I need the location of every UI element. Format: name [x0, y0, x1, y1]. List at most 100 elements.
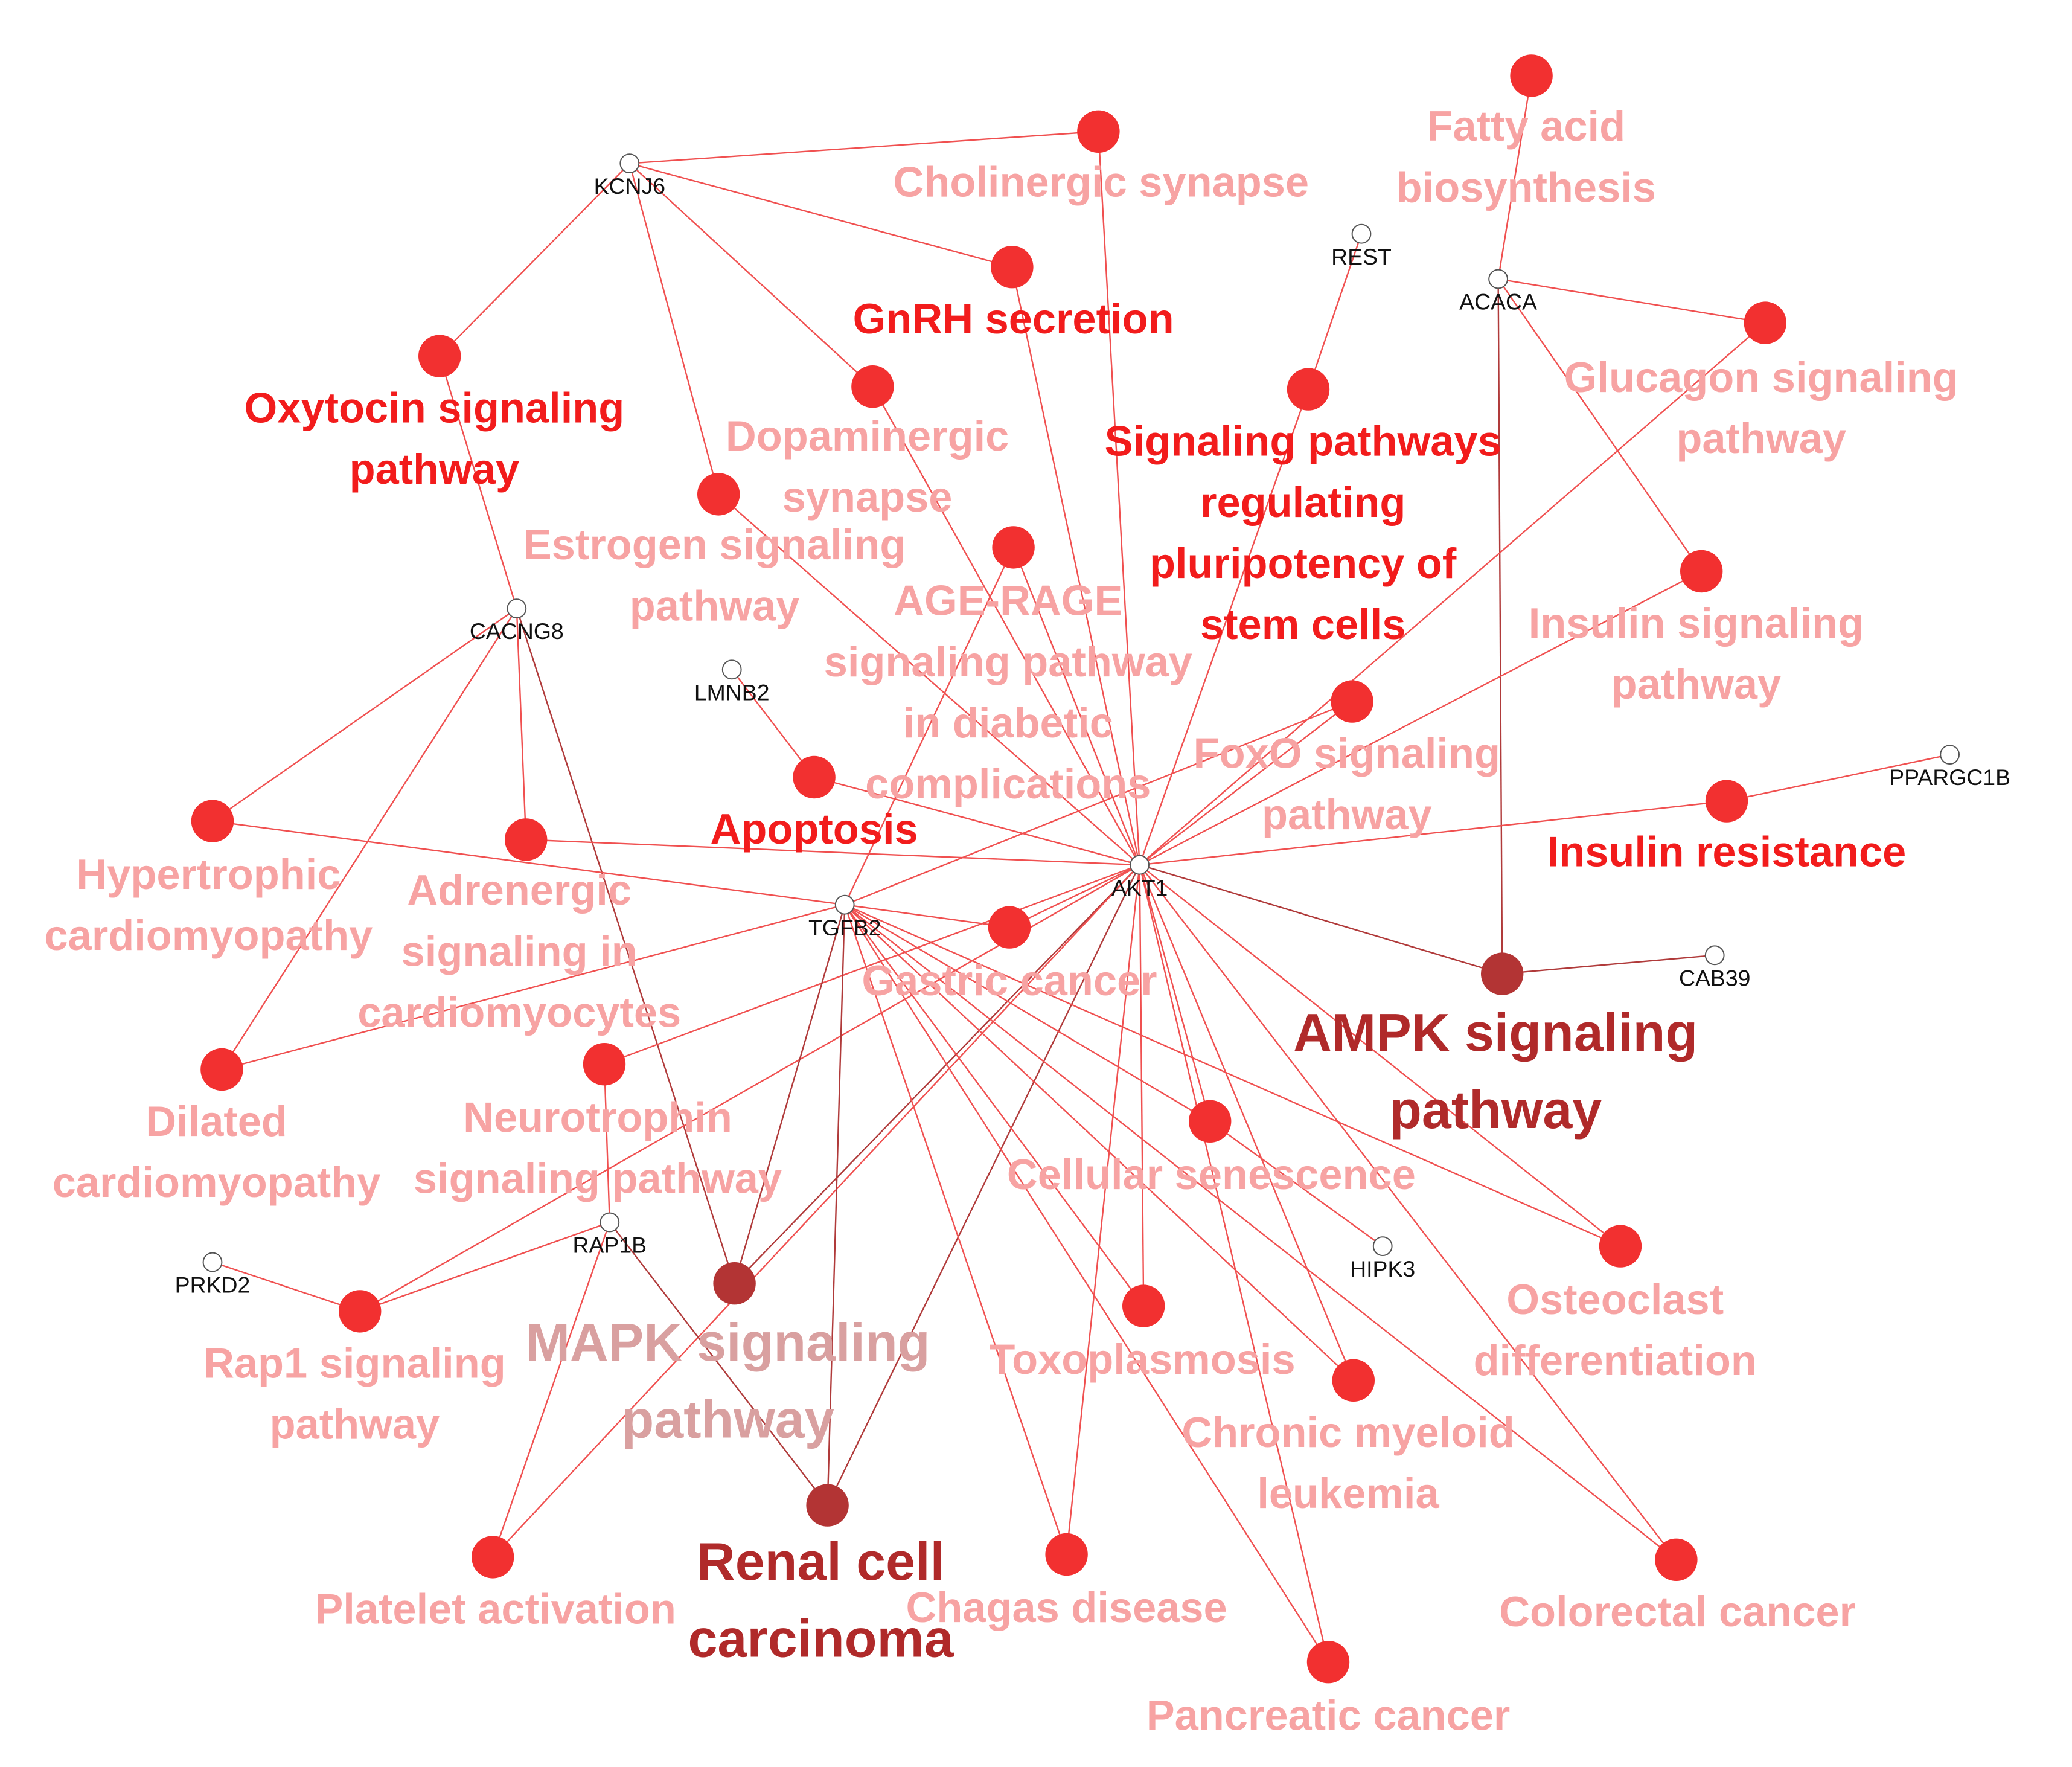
edge-kcnj6-oxytocin	[439, 162, 630, 357]
gene-node-rest[interactable]	[1351, 223, 1372, 244]
term-node-toxo[interactable]	[1122, 1284, 1165, 1327]
edge-akt1-gnrh	[1011, 266, 1140, 865]
term-node-foxo[interactable]	[1331, 680, 1373, 723]
edge-akt1-ampk	[1139, 864, 1503, 975]
term-label-line: FoxO signaling	[1194, 730, 1500, 777]
term-node-cml[interactable]	[1332, 1359, 1375, 1402]
term-label-line: in diabetic	[903, 699, 1113, 746]
gene-node-kcnj6[interactable]	[619, 153, 640, 174]
term-node-apoptosis[interactable]	[793, 755, 836, 799]
term-node-colorectal[interactable]	[1655, 1538, 1698, 1581]
term-label-dopaminergic: Dopaminergic synapse	[726, 412, 1009, 521]
term-node-fatty[interactable]	[1510, 54, 1553, 97]
term-node-insulin-sig[interactable]	[1680, 550, 1723, 593]
term-label-line: cardiomyopathy	[45, 911, 373, 959]
term-label-line: pathway	[630, 582, 800, 629]
term-label-platelet: Platelet activation	[315, 1585, 676, 1632]
gene-node-rap1b[interactable]	[600, 1212, 620, 1233]
term-node-oxytocin[interactable]	[418, 335, 461, 377]
term-label-line: synapse	[782, 473, 953, 521]
edge-kcnj6-dopaminergic	[628, 162, 874, 388]
gene-node-cacng8[interactable]	[507, 598, 527, 618]
term-label-line: Renal cell	[697, 1531, 945, 1591]
term-label-line: AMPK signaling	[1293, 1002, 1698, 1062]
term-label-gastric: Gastric cancer	[862, 957, 1157, 1004]
term-label-line: Cellular senescence	[1007, 1150, 1416, 1198]
gene-node-tgfb2[interactable]	[834, 894, 855, 915]
term-node-renal[interactable]	[806, 1484, 849, 1527]
edge-akt1-cholinergic	[1098, 131, 1140, 865]
gene-node-cab39[interactable]	[1704, 945, 1725, 966]
gene-node-hipk3[interactable]	[1372, 1236, 1393, 1257]
term-node-cholinergic[interactable]	[1077, 110, 1120, 153]
term-node-pluripotency[interactable]	[1287, 368, 1330, 411]
term-node-gastric[interactable]	[988, 906, 1031, 949]
edge-tgfb2-foxo	[844, 701, 1353, 906]
term-node-osteoclast[interactable]	[1599, 1225, 1642, 1268]
term-node-platelet[interactable]	[472, 1536, 514, 1579]
term-label-line: MAPK signaling	[526, 1312, 930, 1372]
term-label-line: Adrenergic	[407, 866, 632, 914]
gene-label-cab39: CAB39	[1679, 965, 1750, 990]
term-label-line: signaling in	[401, 927, 638, 975]
gene-node-prkd2[interactable]	[202, 1252, 223, 1272]
term-node-adrenergic[interactable]	[505, 818, 548, 861]
edge-acaca-fatty	[1497, 75, 1532, 280]
term-node-dopaminergic[interactable]	[851, 365, 894, 408]
term-label-line: AGE-RAGE	[894, 577, 1122, 624]
term-label-line: cardiomyocytes	[357, 989, 681, 1036]
edge-rap1b-platelet	[492, 1222, 610, 1557]
gene-label-hipk3: HIPK3	[1350, 1256, 1415, 1281]
term-node-ampk[interactable]	[1481, 952, 1524, 995]
term-node-hypertrophic[interactable]	[191, 800, 234, 842]
edge-tgfb2-toxo	[844, 904, 1145, 1307]
term-node-rap1[interactable]	[339, 1290, 382, 1333]
edge-acaca-glucagon	[1498, 278, 1765, 324]
term-node-gnrh[interactable]	[991, 246, 1034, 289]
term-node-chagas[interactable]	[1045, 1533, 1088, 1576]
edge-tgfb2-pancreatic	[844, 904, 1329, 1663]
gene-node-akt1[interactable]	[1130, 855, 1150, 875]
edge-akt1-cml	[1139, 864, 1354, 1381]
term-label-line: Dopaminergic	[726, 412, 1009, 460]
term-node-dilated[interactable]	[200, 1048, 243, 1091]
term-node-senescence[interactable]	[1189, 1100, 1232, 1143]
term-node-mapk[interactable]	[713, 1262, 756, 1305]
edge-ppargc1b-insulin-res	[1726, 754, 1950, 802]
term-label-line: pathway	[270, 1400, 440, 1448]
term-label-senescence: Cellular senescence	[1007, 1150, 1416, 1198]
edge-lmnb2-apoptosis	[731, 669, 815, 778]
term-label-line: pathway	[1611, 660, 1782, 708]
term-label-line: Glucagon signaling	[1564, 353, 1958, 401]
term-label-line: biosynthesis	[1396, 163, 1656, 211]
term-node-estrogen[interactable]	[697, 473, 740, 516]
term-label-line: Dilated	[145, 1097, 287, 1145]
gene-node-lmnb2[interactable]	[721, 659, 742, 680]
term-node-insulin-res[interactable]	[1705, 780, 1748, 823]
gene-node-acaca[interactable]	[1488, 269, 1509, 289]
term-label-line: Chagas disease	[906, 1583, 1227, 1631]
edge-layer	[212, 75, 1950, 1663]
edge-hipk3-senescence	[1209, 1120, 1383, 1247]
term-node-neurotrophin[interactable]	[583, 1043, 626, 1086]
term-node-pancreatic[interactable]	[1306, 1641, 1350, 1684]
gene-label-cacng8: CACNG8	[470, 618, 564, 644]
gene-node-ppargc1b[interactable]	[1940, 745, 1960, 765]
term-label-line: Oxytocin signaling	[245, 384, 625, 432]
term-node-glucagon[interactable]	[1744, 301, 1786, 344]
term-label-line: Platelet activation	[315, 1585, 676, 1632]
edge-kcnj6-cholinergic	[629, 130, 1099, 164]
term-node-agerage[interactable]	[992, 526, 1035, 569]
edge-kcnj6-gnrh	[629, 162, 1012, 268]
gene-label-kcnj6: KCNJ6	[594, 173, 665, 199]
edge-cacng8-hypertrophic	[212, 608, 517, 822]
edge-acaca-insulin-sig	[1497, 278, 1703, 572]
edge-rap1b-renal	[609, 1222, 828, 1506]
edge-akt1-foxo	[1139, 701, 1353, 866]
